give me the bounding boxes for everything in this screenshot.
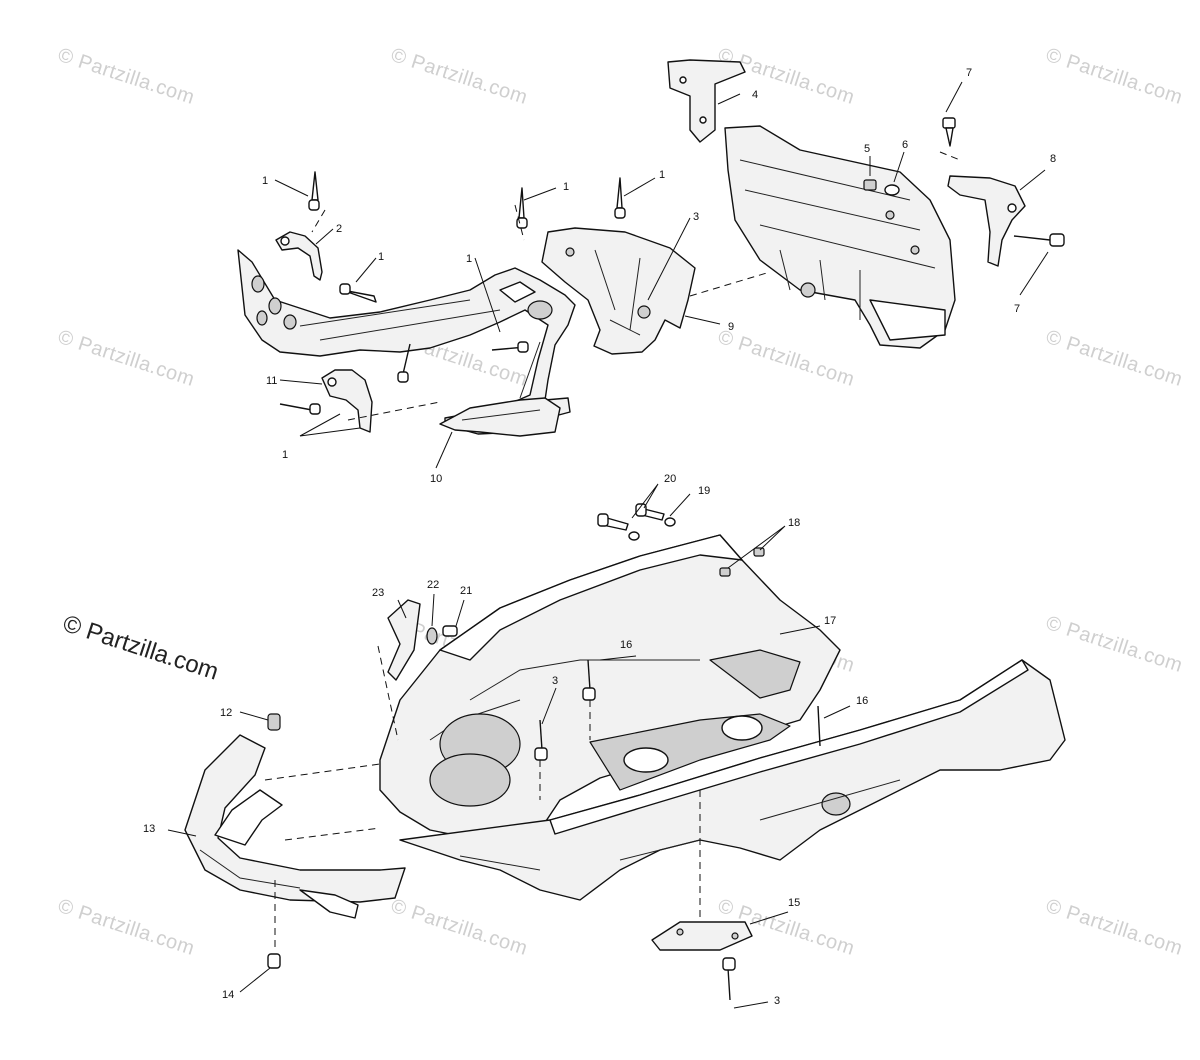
bracket-part-2 — [275, 231, 323, 281]
callout-labels: 1 1 1 1 1 1 1 2 3 3 3 4 5 6 7 7 8 9 10 1… — [143, 67, 1056, 1007]
bumper-part-13 — [184, 734, 406, 919]
callout-6: 6 — [902, 139, 908, 151]
bracket-part-11 — [321, 369, 373, 433]
callout-1: 1 — [282, 449, 288, 461]
callout-16: 16 — [856, 695, 868, 707]
side-rail-part — [399, 659, 1066, 901]
callout-7: 7 — [1014, 303, 1020, 315]
callout-1: 1 — [466, 253, 472, 265]
callout-4: 4 — [752, 89, 758, 101]
callout-17: 17 — [824, 615, 836, 627]
center-bracket-part-9 — [541, 227, 696, 355]
callout-1: 1 — [563, 181, 569, 193]
callout-21: 21 — [460, 585, 472, 597]
callout-1: 1 — [262, 175, 268, 187]
callout-18: 18 — [788, 517, 800, 529]
callout-14: 14 — [222, 989, 234, 1001]
callout-1: 1 — [659, 169, 665, 181]
callout-19: 19 — [698, 485, 710, 497]
callout-10: 10 — [430, 473, 442, 485]
bracket-part-4 — [667, 59, 746, 143]
callout-11: 11 — [266, 375, 277, 387]
callout-3: 3 — [693, 211, 699, 223]
lower-fasteners — [267, 503, 821, 1001]
callout-22: 22 — [427, 579, 439, 591]
nose-pan-part-17 — [379, 534, 841, 843]
callout-23: 23 — [372, 587, 384, 599]
callout-7: 7 — [966, 67, 972, 79]
callout-3: 3 — [774, 995, 780, 1007]
bracket-part-8 — [947, 175, 1026, 267]
callout-5: 5 — [864, 143, 870, 155]
callout-3: 3 — [552, 675, 558, 687]
lower-bracket-part-10 — [439, 397, 561, 437]
callout-15: 15 — [788, 897, 800, 909]
bracket-part-23 — [387, 599, 421, 681]
skid-plate-part-15 — [651, 921, 753, 951]
callout-16: 16 — [620, 639, 632, 651]
callout-13: 13 — [143, 823, 155, 835]
fastener-group — [279, 117, 1065, 415]
callout-1: 1 — [378, 251, 384, 263]
callout-2: 2 — [336, 223, 342, 235]
callout-8: 8 — [1050, 153, 1056, 165]
rear-frame-part — [724, 125, 956, 349]
callout-9: 9 — [728, 321, 734, 333]
callout-20: 20 — [664, 473, 676, 485]
callout-12: 12 — [220, 707, 232, 719]
